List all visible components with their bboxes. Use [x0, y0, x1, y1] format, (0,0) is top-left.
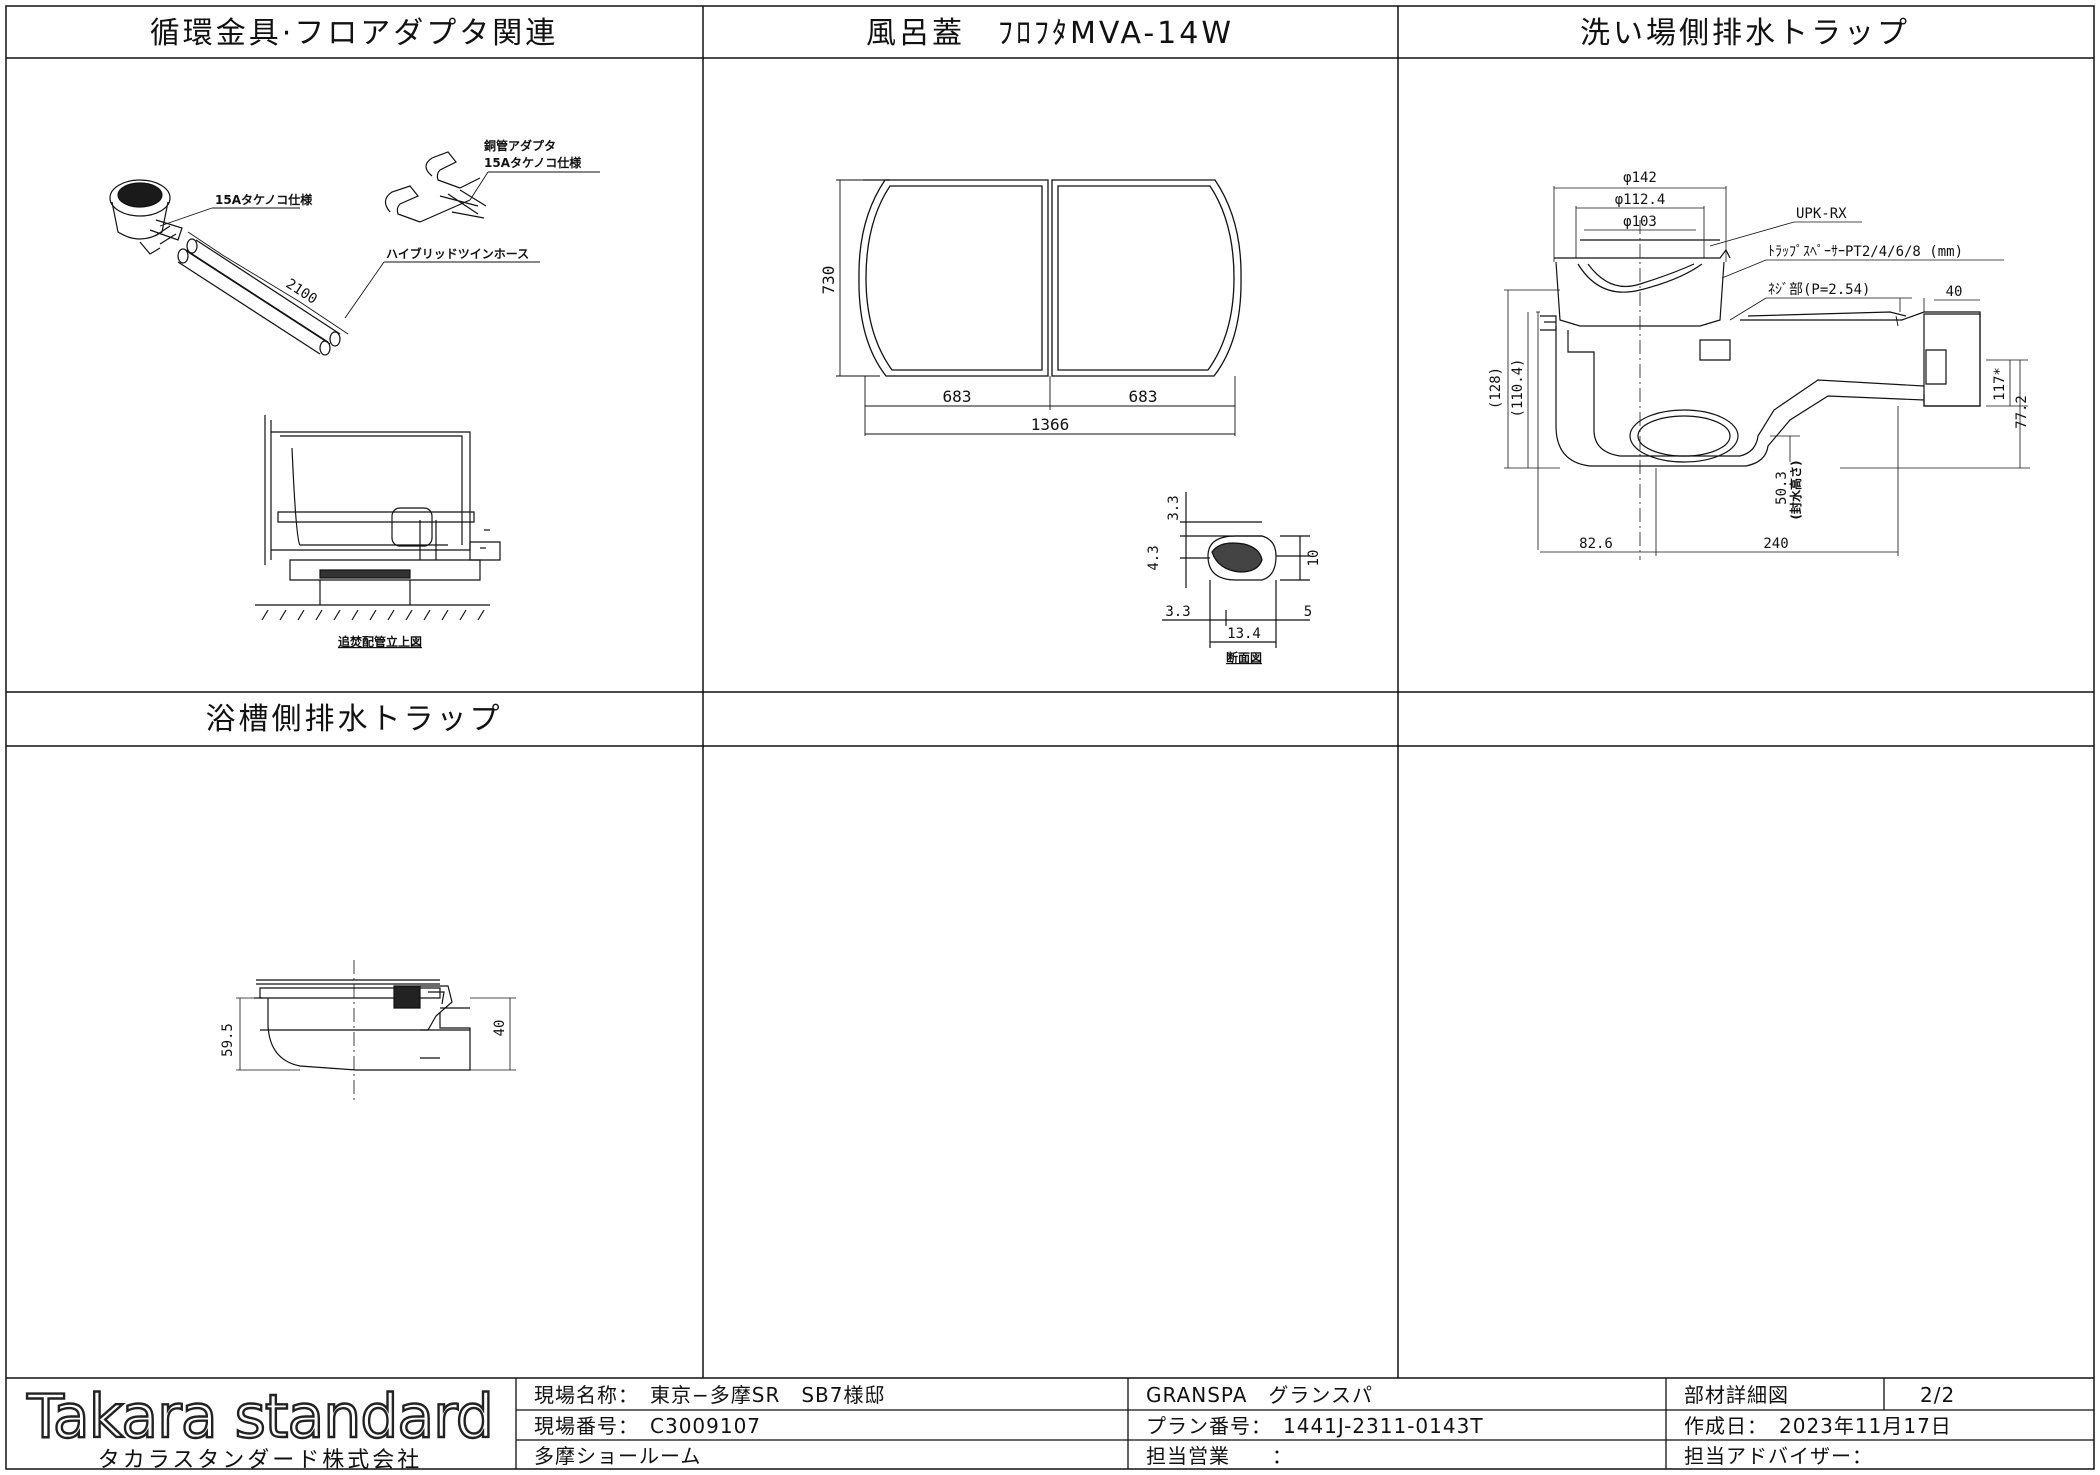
trap-h50-note: (封水高さ) [1788, 461, 1803, 520]
trap-d112: φ112.4 [1615, 192, 1666, 208]
label-copper-2: 15Aタケノコ仕様 [484, 155, 582, 170]
product-name: GRANSPA グランスパ [1146, 1383, 1373, 1407]
drawing-type: 部材詳細図 [1684, 1383, 1789, 1407]
created-date: 作成日： 2023年11月17日 [1684, 1414, 1952, 1438]
trap-h128: (128) [1488, 367, 1504, 409]
trap-thread: ﾈｼﾞ部(P=2.54) [1768, 282, 1870, 298]
showroom: 多摩ショールーム [534, 1444, 701, 1468]
tub-trap-drawing [236, 960, 516, 1104]
lid-half-right: 683 [1129, 387, 1158, 406]
wash-trap-drawing [1504, 186, 2030, 560]
lid-height: 730 [819, 266, 838, 295]
tub-trap-h2: 40 [492, 1020, 508, 1037]
trap-h50: 50.3 [1774, 471, 1790, 505]
trap-spacer: ﾄﾗｯﾌﾟｽﾍﾟｰｻｰPT2/4/6/8 (mm) [1768, 244, 1963, 260]
twin-hose [178, 232, 348, 355]
copper-adapter [385, 152, 486, 222]
sec-d3: 10 [1306, 550, 1322, 567]
trap-h77: 77.2 [2014, 395, 2030, 429]
floor-adapter [110, 180, 182, 254]
sec-d6: 5 [1304, 604, 1312, 620]
frame-grid [6, 6, 2094, 1469]
trap-d103: φ103 [1623, 214, 1657, 230]
sec-d1: 3.3 [1166, 495, 1182, 520]
title-block-grid [516, 1378, 2094, 1469]
header-bath-lid: 風呂蓋 ﾌﾛﾌﾀMVA-14W [866, 16, 1234, 51]
label-adapter-15a: 15Aタケノコ仕様 [215, 192, 313, 207]
trap-w240: 240 [1763, 536, 1788, 552]
trap-h110: (110.4) [1510, 358, 1526, 417]
trap-h117: 117* [1992, 367, 2008, 401]
trap-model: UPK-RX [1796, 206, 1847, 222]
bath-lid-plan [859, 180, 1241, 376]
sec-d5: 13.4 [1227, 626, 1261, 642]
lid-total: 1366 [1031, 415, 1070, 434]
header-tub-trap: 浴槽側排水トラップ [206, 702, 503, 737]
trap-w40: 40 [1946, 284, 1963, 300]
fittings-drawing [110, 152, 600, 355]
lid-section [1162, 492, 1310, 648]
trap-d142: φ142 [1623, 170, 1657, 186]
site-name: 現場名称： 東京−多摩SR SB7様邸 [534, 1383, 886, 1407]
sales-rep: 担当営業 ： [1146, 1444, 1293, 1468]
page-number: 2/2 [1920, 1383, 1955, 1407]
trap-w82: 82.6 [1579, 536, 1613, 552]
plan-number: プラン番号： 1441J-2311-0143T [1146, 1414, 1484, 1438]
advisor: 担当アドバイザー： [1684, 1444, 1873, 1468]
company-name: タカラスタンダード株式会社 [98, 1448, 423, 1473]
section-caption: 断面図 [1226, 650, 1262, 665]
bath-lid-dimensions [836, 180, 1235, 436]
lid-half-left: 683 [943, 387, 972, 406]
label-copper-1: 銅管アダプタ [483, 138, 556, 153]
sec-d4: 3.3 [1165, 604, 1190, 620]
site-number: 現場番号： C3009107 [534, 1414, 761, 1438]
header-wash-trap: 洗い場側排水トラップ [1580, 16, 1910, 51]
caption-riser: 追焚配管立上図 [338, 634, 422, 649]
company-logo: Takara standard [26, 1382, 493, 1452]
header-fittings: 循環金具·フロアダプタ関連 [150, 16, 559, 51]
label-hose: ハイブリッドツインホース [386, 246, 529, 261]
sec-d2: 4.3 [1146, 545, 1162, 570]
tub-trap-h1: 59.5 [220, 1023, 236, 1057]
riser-elevation [255, 415, 500, 620]
